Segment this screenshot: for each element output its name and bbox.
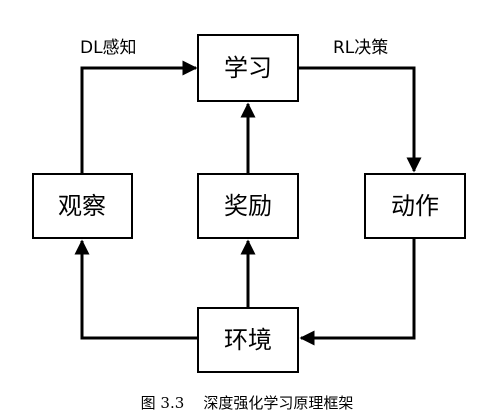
- edge-action-to-env: [299, 238, 416, 346]
- edge-env-to-observe: [74, 239, 198, 340]
- node-learn-label: 学习: [224, 54, 272, 82]
- edge-label-rl: RL决策: [333, 38, 388, 58]
- node-action-label: 动作: [391, 192, 439, 220]
- node-env: 环境: [197, 307, 299, 373]
- figure-caption: 图 3.3 深度强化学习原理框架: [141, 394, 354, 412]
- node-observe: 观察: [32, 173, 133, 239]
- node-observe-label: 观察: [58, 192, 106, 220]
- edge-label-dl: DL感知: [80, 38, 137, 58]
- edge-observe-to-learn: [80, 60, 198, 174]
- node-env-label: 环境: [224, 326, 272, 354]
- node-learn: 学习: [197, 34, 299, 102]
- node-reward: 奖励: [197, 173, 299, 239]
- node-action: 动作: [364, 173, 466, 239]
- edge-learn-to-action: [298, 66, 422, 173]
- node-reward-label: 奖励: [224, 192, 272, 220]
